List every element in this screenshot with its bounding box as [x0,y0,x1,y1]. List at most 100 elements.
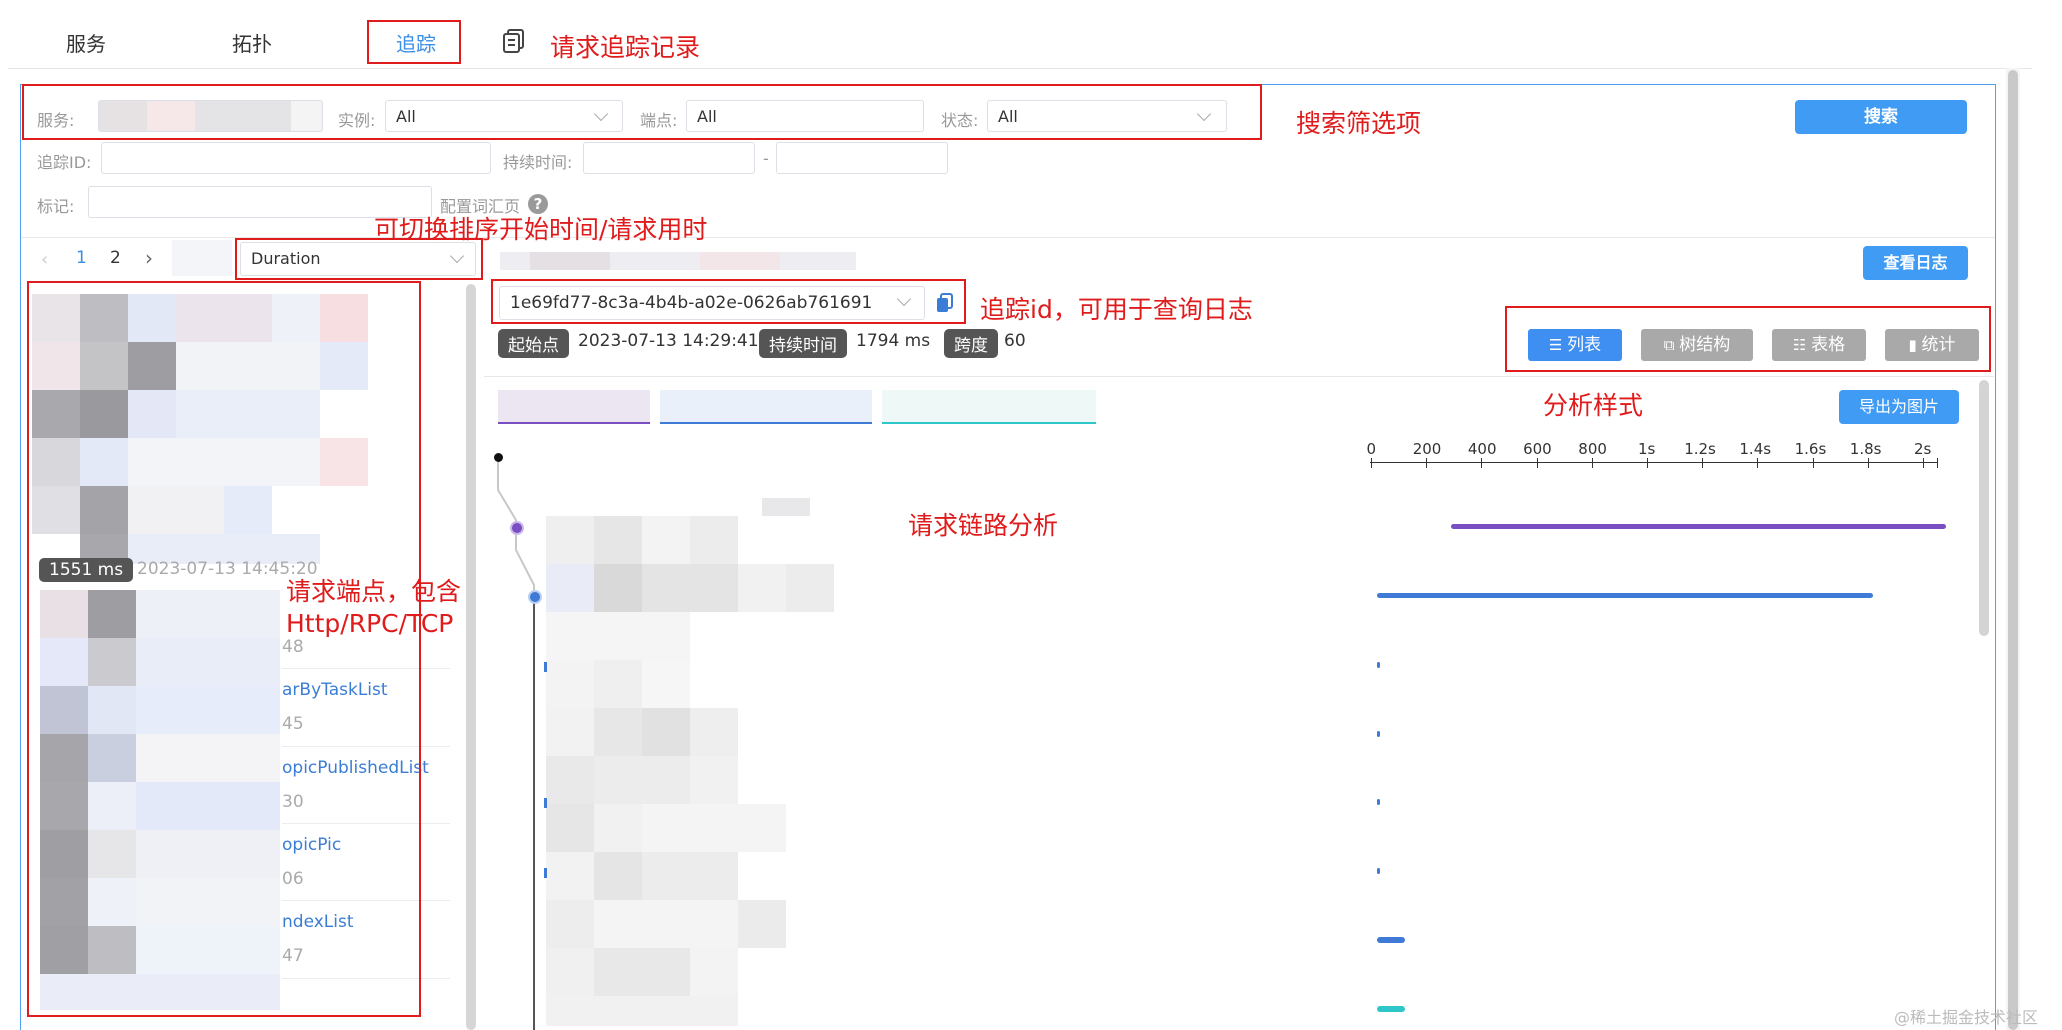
timeline-tick-label: 800 [1578,440,1607,458]
span-bar[interactable] [1377,731,1380,737]
annotation-analysis-style: 分析样式 [1543,391,1644,420]
duration-separator: - [763,149,769,168]
span-badge: 跨度 [944,329,998,358]
view-stats-button[interactable]: ▮ 统计 [1885,329,1979,361]
copy-icon[interactable] [502,28,526,54]
trace-id-input[interactable] [101,142,491,174]
duration-label: 持续时间: [503,153,573,172]
config-vocab-link[interactable]: 配置词汇页 [440,197,521,216]
status-select[interactable]: All [987,100,1227,132]
tag-input[interactable] [88,186,432,218]
start-point-value: 2023-07-13 14:29:41 [578,331,759,351]
search-button[interactable]: 搜索 [1795,100,1967,134]
span-bar[interactable] [1377,1006,1405,1012]
instance-select[interactable]: All [385,100,623,132]
view-table-label: 表格 [1811,335,1846,355]
row-separator [282,668,450,669]
list-item-num: 45 [282,714,304,734]
duration-min-input[interactable] [583,142,755,174]
next-page-icon[interactable]: › [145,246,153,270]
timeline-tick-mark [1937,458,1938,468]
span-bar[interactable] [1451,524,1946,529]
duration-badge: 1551 ms [39,558,134,582]
list-item-num: 06 [282,869,304,889]
help-icon[interactable]: ? [528,194,548,214]
service-select[interactable] [98,100,323,132]
timeline-tick-label: 200 [1412,440,1442,458]
table-icon: ☷ [1792,336,1812,354]
view-list-button[interactable]: ☰ 列表 [1528,329,1622,361]
timeline-tick-mark [1591,458,1593,468]
endpoint-input[interactable]: All [686,100,924,132]
endpoint-label: 端点: [640,111,678,130]
page-2[interactable]: 2 [110,248,121,268]
list-item-link[interactable]: opicPic [282,835,342,855]
legend-item [498,390,650,424]
span-node-icon[interactable] [528,590,542,604]
annotation-box-filters [22,84,1262,140]
blurred-endpoints [40,590,280,1010]
span-bar[interactable] [1377,799,1380,805]
span-value: 60 [1004,331,1026,351]
duration-badge: 持续时间 [759,329,847,358]
timeline-tick-mark [1757,458,1759,468]
page-1[interactable]: 1 [76,248,87,268]
annotation-box-sort [235,238,483,280]
trace-list [28,282,418,1017]
span-bar[interactable] [1377,593,1873,598]
list-item-link[interactable]: ndexList [282,912,354,932]
list-scrollbar[interactable] [466,284,476,1030]
annotation-box-trace-id [491,279,966,324]
export-image-button[interactable]: 导出为图片 [1839,390,1959,424]
stats-icon: ▮ [1908,336,1922,354]
tab-service[interactable]: 服务 [66,32,106,56]
trace-start-time: 2023-07-13 14:45:20 [137,559,318,579]
copy-trace-id-icon[interactable] [936,293,954,313]
timeline-tick-mark [1867,458,1869,468]
timeline-tick-label: 2s [1914,440,1932,458]
tab-trace[interactable]: 追踪 [396,32,436,56]
list-item-num: 47 [282,946,304,966]
top-tab-bar: 服务 拓扑 追踪 [8,10,2032,69]
view-logs-button[interactable]: 查看日志 [1863,246,1968,280]
service-label: 服务: [37,111,75,130]
detail-scrollbar[interactable] [1979,380,1989,636]
span-bar[interactable] [1377,662,1380,668]
span-bar[interactable] [1377,868,1380,874]
row-separator [282,978,450,979]
span-node-icon[interactable] [510,521,524,535]
tree-icon: ⧉ [1663,336,1680,354]
timeline-tick-label: 1.2s [1684,440,1716,458]
annotation-request-chain: 请求链路分析 [908,511,1059,540]
timeline-tick-label: 400 [1467,440,1497,458]
timeline-tick-mark [1923,458,1924,468]
view-tree-label: 树结构 [1679,335,1731,355]
filter-divider [21,237,1995,238]
timeline-tick-mark [1371,458,1372,468]
tab-topology[interactable]: 拓扑 [232,32,272,56]
sort-select[interactable]: Duration [240,242,476,276]
span-marker [544,662,547,672]
duration-max-input[interactable] [776,142,948,174]
span-bar[interactable] [1377,937,1405,943]
annotation-request-trace-records: 请求追踪记录 [550,33,701,62]
trace-id-select[interactable]: 1e69fd77-8c3a-4b4b-a02e-0626ab761691 [499,286,925,320]
list-item-link[interactable]: arByTaskList [282,680,388,700]
page-scrollbar[interactable] [2008,70,2018,1030]
view-table-button[interactable]: ☷ 表格 [1772,329,1866,361]
timeline-tick-mark [1426,458,1428,468]
timeline-tick-label: 1.8s [1849,440,1882,458]
list-item-link[interactable]: opicPublishedList [282,758,429,778]
timeline-tick-mark [1647,458,1648,468]
prev-page-icon[interactable]: ‹ [41,249,49,270]
annotation-box-endpoints [27,281,421,1017]
watermark: @稀土掘金技术社区 [1894,1008,2039,1027]
annotation-search-filters: 搜索筛选项 [1296,109,1422,138]
timeline-tick-mark [1702,458,1704,468]
view-tree-button[interactable]: ⧉ 树结构 [1641,329,1753,361]
span-marker [544,868,547,878]
timeline-tick-mark [1536,458,1538,468]
row-separator [282,823,450,824]
status-label: 状态: [941,111,979,130]
timeline-tick-mark [1481,458,1483,468]
